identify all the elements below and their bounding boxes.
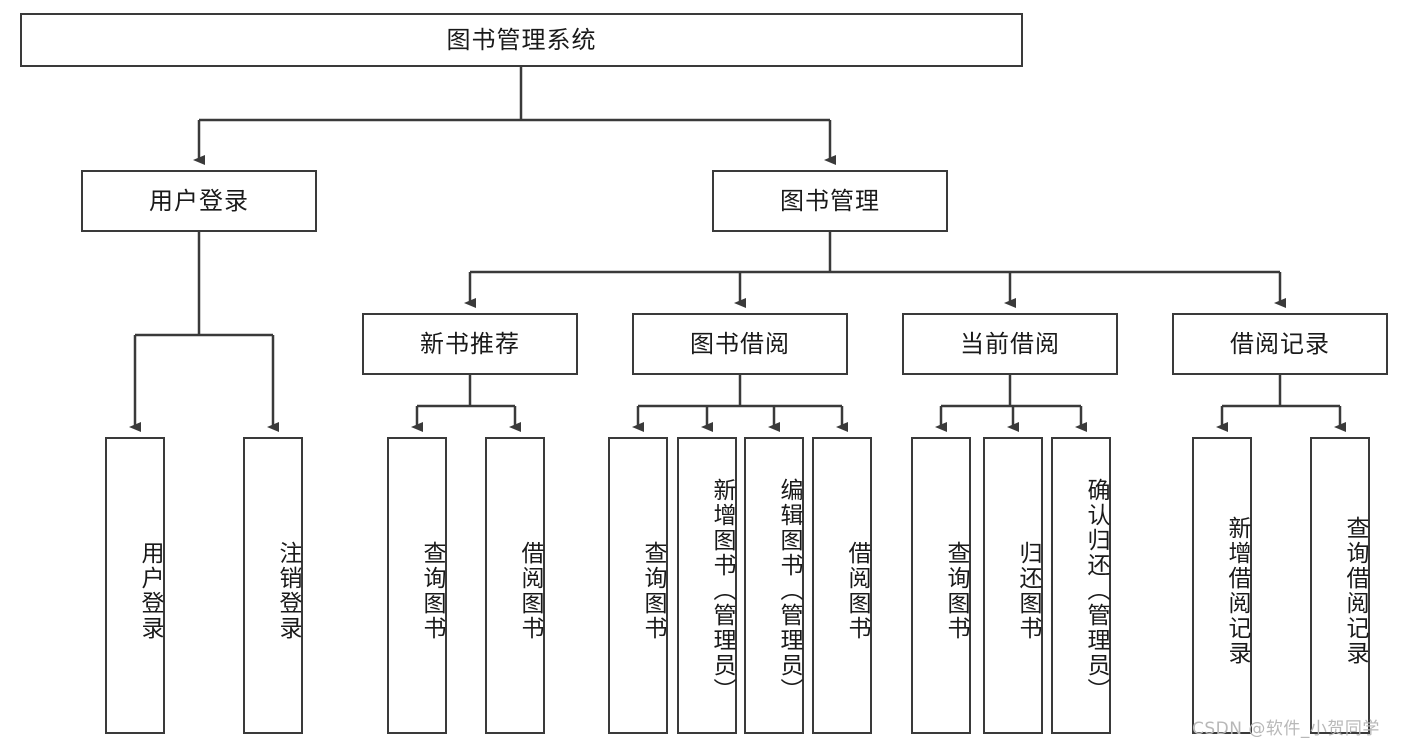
node-leaf-query-book-rec[interactable]: 查询图书 xyxy=(387,437,447,734)
node-user-login-label: 用户登录 xyxy=(149,186,249,215)
node-leaf-return-book-label: 归还图书 xyxy=(1015,540,1041,641)
node-leaf-add-record-label: 新增借阅记录 xyxy=(1224,515,1250,666)
node-leaf-borrow-book-rec[interactable]: 借阅图书 xyxy=(485,437,545,734)
node-leaf-borrow-book-rec-label: 借阅图书 xyxy=(517,540,543,641)
node-leaf-borrow-book-label: 借阅图书 xyxy=(844,540,870,641)
node-leaf-add-book[interactable]: 新增图书（管理员） xyxy=(677,437,737,734)
node-leaf-borrow-book[interactable]: 借阅图书 xyxy=(812,437,872,734)
node-leaf-query-book-cur-label: 查询图书 xyxy=(943,540,969,641)
node-leaf-add-book-label: 新增图书（管理员） xyxy=(709,478,735,703)
node-leaf-return-book[interactable]: 归还图书 xyxy=(983,437,1043,734)
node-leaf-query-book-rec-label: 查询图书 xyxy=(419,540,445,641)
node-book-manage-label: 图书管理 xyxy=(780,186,880,215)
node-user-login[interactable]: 用户登录 xyxy=(81,170,317,232)
csdn-watermark: CSDN @软件_小贺同学 xyxy=(1192,719,1380,739)
node-book-borrow[interactable]: 图书借阅 xyxy=(632,313,848,375)
node-new-book-rec-label: 新书推荐 xyxy=(420,329,520,358)
node-current-borrow-label: 当前借阅 xyxy=(960,329,1060,358)
node-borrow-record-label: 借阅记录 xyxy=(1230,329,1330,358)
node-new-book-rec[interactable]: 新书推荐 xyxy=(362,313,578,375)
node-leaf-query-record-label: 查询借阅记录 xyxy=(1342,515,1368,666)
node-current-borrow[interactable]: 当前借阅 xyxy=(902,313,1118,375)
node-leaf-confirm-return-label: 确认归还（管理员） xyxy=(1083,478,1109,703)
node-book-manage[interactable]: 图书管理 xyxy=(712,170,948,232)
node-leaf-edit-book-label: 编辑图书（管理员） xyxy=(776,478,802,703)
node-leaf-logout[interactable]: 注销登录 xyxy=(243,437,303,734)
node-leaf-query-book-borrow[interactable]: 查询图书 xyxy=(608,437,668,734)
node-leaf-query-book-borrow-label: 查询图书 xyxy=(640,540,666,641)
node-root[interactable]: 图书管理系统 xyxy=(20,13,1023,67)
node-leaf-logout-label: 注销登录 xyxy=(275,540,301,641)
node-leaf-edit-book[interactable]: 编辑图书（管理员） xyxy=(744,437,804,734)
node-leaf-query-record[interactable]: 查询借阅记录 xyxy=(1310,437,1370,734)
node-leaf-user-login[interactable]: 用户登录 xyxy=(105,437,165,734)
node-root-label: 图书管理系统 xyxy=(446,25,597,54)
node-book-borrow-label: 图书借阅 xyxy=(690,329,790,358)
node-leaf-add-record[interactable]: 新增借阅记录 xyxy=(1192,437,1252,734)
node-leaf-query-book-cur[interactable]: 查询图书 xyxy=(911,437,971,734)
node-leaf-user-login-label: 用户登录 xyxy=(137,540,163,641)
node-leaf-confirm-return[interactable]: 确认归还（管理员） xyxy=(1051,437,1111,734)
node-borrow-record[interactable]: 借阅记录 xyxy=(1172,313,1388,375)
